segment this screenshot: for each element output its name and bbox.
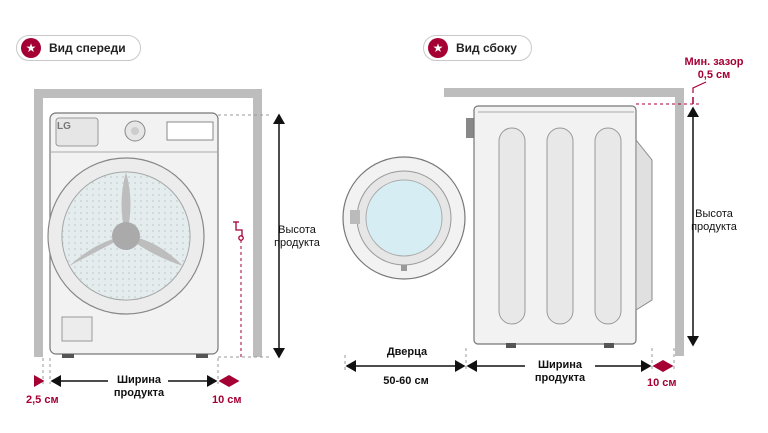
door-value: 50-60 см: [383, 375, 429, 387]
side-view-badge: ★ Вид сбоку: [423, 35, 532, 61]
side-gap-back-label: 10 см: [647, 377, 677, 389]
front-gap-left-label: 2,5 см: [26, 394, 59, 406]
min-gap-leader: [692, 81, 707, 93]
front-niche: [34, 89, 262, 357]
door-label: Дверца: [386, 346, 428, 358]
side-view-badge-label: Вид сбоку: [456, 41, 517, 55]
star-icon: ★: [21, 38, 41, 58]
front-view-badge-label: Вид спереди: [49, 41, 126, 55]
side-wall: [444, 88, 684, 356]
side-height-label: Высота продукта: [691, 208, 737, 233]
side-width-label: Ширина продукта: [534, 359, 586, 384]
front-view-badge: ★ Вид спереди: [16, 35, 141, 61]
star-icon: ★: [428, 38, 448, 58]
front-height-label: Высота продукта: [274, 224, 320, 249]
min-gap-value: 0,5 см: [697, 69, 731, 81]
side-washer: [342, 105, 653, 348]
min-gap-label: Мин. зазор: [684, 56, 744, 68]
water-tap-icon: [233, 221, 244, 241]
front-gap-right-label: 10 см: [212, 394, 242, 406]
brand-logo: LG: [57, 121, 71, 132]
front-washer: [47, 112, 219, 358]
front-width-label: Ширина продукта: [113, 374, 165, 399]
